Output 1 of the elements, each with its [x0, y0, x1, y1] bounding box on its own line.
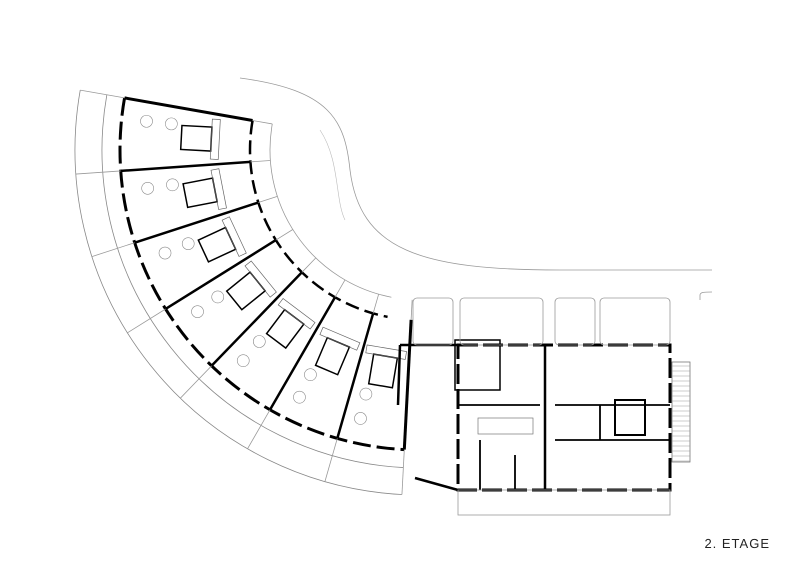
plan-caption: 2. ETAGE [704, 536, 770, 551]
